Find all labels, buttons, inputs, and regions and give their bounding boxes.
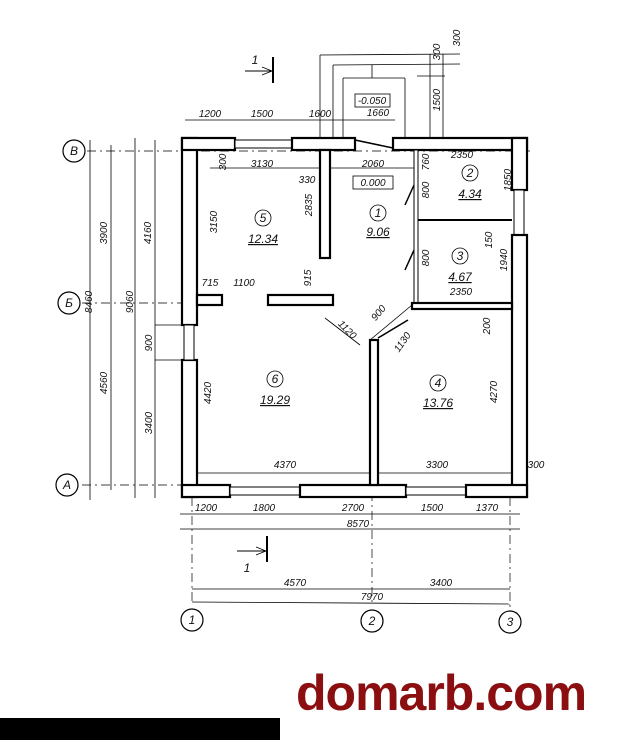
axis-markers: В Б А 1 2 3 [55, 139, 522, 634]
axis-row-label: В [70, 144, 78, 158]
dim: 3150 [209, 210, 220, 233]
dim: 4420 [203, 381, 214, 404]
left-dimension-lines [89, 138, 185, 500]
dim: 1500 [432, 88, 443, 111]
room-area: 12.34 [248, 232, 278, 246]
outer-walls [180, 136, 529, 499]
room-area: 13.76 [423, 396, 453, 410]
dim: 1800 [253, 503, 276, 514]
dim: 2350 [449, 287, 473, 298]
room-area: 4.67 [448, 270, 473, 284]
dim: 2350 [450, 150, 474, 161]
dim: 900 [370, 303, 389, 323]
dim: 1120 [335, 319, 358, 342]
top-dimensions: 1200 1500 1600 1660 300 300 1500 [199, 29, 463, 120]
section-label: 1 [244, 561, 251, 575]
dim: 1200 [195, 503, 218, 514]
dim: 200 [482, 317, 493, 335]
dim: 1500 [421, 503, 444, 514]
entrance-level: -0.050 [358, 96, 387, 107]
dim: 300 [432, 43, 443, 60]
interior-walls [195, 139, 514, 487]
top-dimension-lines [185, 53, 461, 137]
dim: 3130 [251, 159, 274, 170]
dim: 1850 [503, 168, 514, 191]
dim: 800 [421, 181, 432, 198]
axis-col-label: 3 [507, 615, 514, 629]
left-dimensions: 3900 4560 8460 4160 9060 900 3400 [84, 221, 155, 434]
dim: 4370 [274, 460, 297, 471]
dim: 7970 [361, 592, 384, 603]
room-6: 6 19.29 [260, 370, 290, 407]
dim: 1130 [392, 330, 414, 354]
axis-row-label: Б [65, 296, 73, 310]
dim: 4160 [143, 221, 154, 244]
room-area: 9.06 [366, 225, 390, 239]
dim: 2700 [341, 503, 365, 514]
dim: 1100 [233, 278, 255, 289]
dim: 4560 [99, 371, 110, 394]
dim: 4570 [284, 578, 307, 589]
dim: 3400 [430, 578, 453, 589]
room-number: 1 [375, 206, 382, 220]
room-number: 6 [272, 372, 279, 386]
dim: 3300 [426, 460, 449, 471]
room-1: 1 9.06 [366, 204, 390, 239]
dim: 3900 [99, 221, 110, 244]
section-mark-top: 1 [245, 53, 274, 83]
floor-level: 0.000 [360, 178, 385, 189]
floor-level-box [352, 175, 394, 190]
axis-col-label: 1 [189, 613, 196, 627]
watermark: domarb.com [296, 665, 587, 721]
room-number: 5 [260, 211, 267, 225]
room-number: 2 [466, 166, 474, 180]
room-3: 3 4.67 [448, 247, 473, 284]
dim: 1500 [251, 109, 274, 120]
dim: 1660 [367, 108, 390, 119]
axis-col-label: 2 [368, 614, 376, 628]
dim: 1200 [199, 109, 222, 120]
dim: 915 [303, 269, 314, 286]
dim: 300 [528, 460, 545, 471]
dim: 1370 [476, 503, 499, 514]
black-bar [0, 718, 280, 740]
section-label: 1 [252, 53, 259, 67]
axis-row-label: А [62, 478, 71, 492]
dim: 2835 [304, 193, 315, 217]
dim: 760 [421, 153, 432, 170]
section-mark-bottom: 1 [237, 536, 268, 575]
dim: 8460 [84, 290, 95, 313]
bottom-dimension-lines [180, 513, 520, 605]
dim: 900 [144, 334, 155, 351]
dim: 330 [299, 175, 316, 186]
room-2: 2 4.34 [458, 164, 482, 201]
dim: 3400 [144, 411, 155, 434]
room-area: 19.29 [260, 393, 290, 407]
dim: 9060 [125, 290, 136, 313]
dim: 1940 [499, 248, 510, 271]
dim: 4270 [489, 380, 500, 403]
room-4: 4 13.76 [423, 374, 453, 410]
room-number: 4 [435, 376, 442, 390]
dim: 300 [452, 29, 463, 46]
room-5: 5 12.34 [248, 209, 278, 246]
dim: 300 [218, 153, 229, 170]
bottom-dimensions: 1200 1800 2700 1500 1370 8570 4570 3400 … [195, 503, 499, 603]
dim: 1600 [309, 109, 332, 120]
dim: 800 [421, 249, 432, 266]
room-area: 4.34 [458, 187, 482, 201]
dim: 715 [202, 278, 219, 289]
dim: 2060 [361, 159, 385, 170]
room-number: 3 [457, 249, 464, 263]
dim: 8570 [347, 519, 370, 530]
entrance-level-box [354, 93, 391, 108]
dim: 150 [484, 231, 495, 248]
